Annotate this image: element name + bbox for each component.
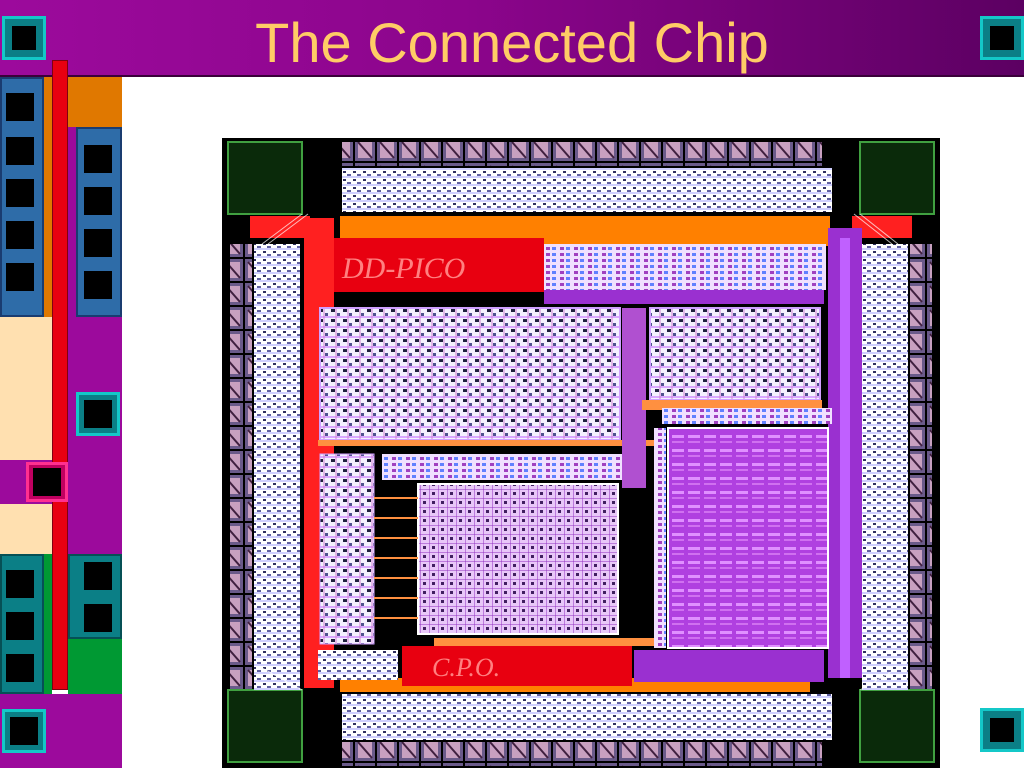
chip-layout-image: DD-PICO (222, 138, 940, 768)
title-bar: The Connected Chip (0, 0, 1024, 77)
left-decorative-strip (0, 60, 122, 768)
svg-text:C.P.O.: C.P.O. (432, 653, 500, 682)
bottom-right-square-icon (980, 708, 1024, 752)
svg-text:DD-PICO: DD-PICO (341, 252, 465, 285)
title-left-square-icon (2, 16, 46, 60)
slide-title: The Connected Chip (255, 11, 769, 74)
title-right-square-icon (980, 16, 1024, 60)
